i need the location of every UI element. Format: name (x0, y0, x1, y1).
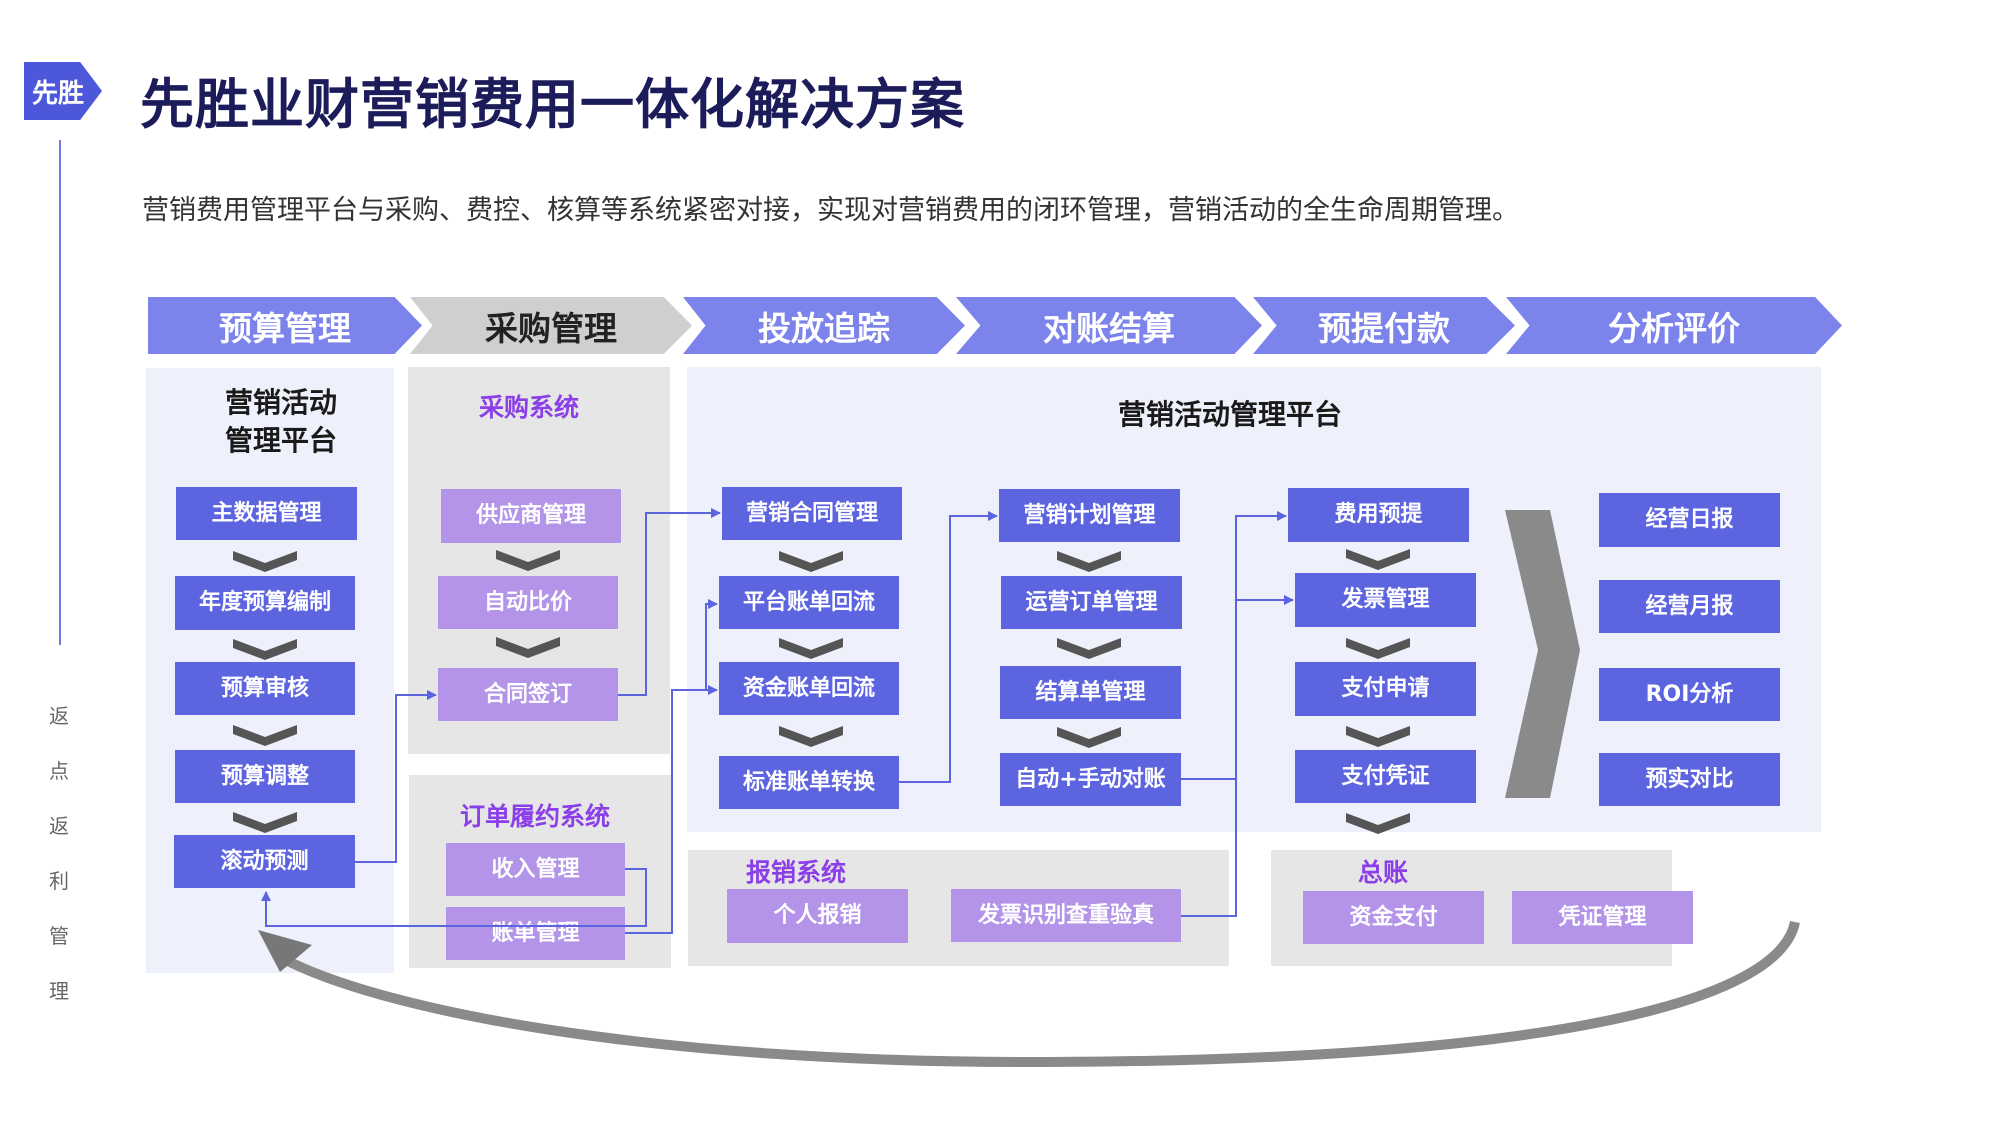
chevron-down-icon (1346, 813, 1410, 834)
budget-step-box: 主数据管理 (176, 487, 357, 540)
budget-platform-title: 营销活动 管理平台 (224, 386, 337, 457)
connector-arrow (261, 868, 647, 927)
payment-step-box: 支付申请 (1295, 662, 1476, 716)
procurement-step-box: 自动比价 (438, 576, 618, 629)
stage-settlement: 对账结算 (956, 297, 1262, 354)
chevron-down-icon (233, 639, 297, 660)
side-nav-char: 点 (49, 759, 69, 783)
chevron-down-icon (233, 725, 297, 746)
side-nav-char: 返 (49, 704, 69, 728)
reimbursement-title: 报销系统 (746, 858, 847, 887)
payment-step-box: 费用预提 (1288, 488, 1469, 542)
marketing-platform-title: 营销活动管理平台 (1117, 398, 1342, 431)
chevron-down-icon (496, 550, 560, 571)
decorative-divider (59, 140, 61, 645)
stage-budget: 预算管理 (148, 297, 422, 354)
analysis-item-box: ROI分析 (1599, 668, 1780, 721)
chevron-down-icon (1346, 726, 1410, 747)
tracking-step-box: 资金账单回流 (719, 662, 899, 715)
payment-step-box: 发票管理 (1295, 573, 1476, 627)
chevron-down-icon (1346, 638, 1410, 659)
chevron-down-icon (233, 551, 297, 572)
stage-analysis: 分析评价 (1506, 297, 1842, 354)
chevron-down-icon (779, 726, 843, 747)
page-title: 先胜业财营销费用一体化解决方案 (140, 73, 965, 136)
chevron-down-icon (1057, 551, 1121, 572)
budget-step-box: 预算调整 (175, 750, 355, 803)
ledger-item-box: 凭证管理 (1512, 891, 1693, 944)
budget-step-box: 年度预算编制 (175, 576, 355, 630)
reimbursement-item-box: 发票识别查重验真 (951, 889, 1181, 942)
connector-arrow (618, 508, 721, 696)
stage-payment: 预提付款 (1253, 297, 1515, 354)
budget-step-box: 滚动预测 (174, 835, 355, 888)
connector-arrow (355, 690, 437, 863)
chevron-down-icon (1057, 638, 1121, 659)
settlement-step-box: 运营订单管理 (1001, 576, 1182, 629)
chevron-down-icon (1057, 727, 1121, 748)
stage-procurement: 采购管理 (410, 297, 692, 354)
analysis-item-box: 经营月报 (1599, 580, 1780, 633)
analysis-item-box: 预实对比 (1599, 753, 1780, 806)
ledger-item-box: 资金支付 (1303, 891, 1484, 944)
tracking-step-box: 标准账单转换 (719, 756, 899, 809)
chevron-down-icon (496, 637, 560, 658)
procurement-step-box: 供应商管理 (441, 489, 621, 543)
order-step-box: 账单管理 (446, 907, 625, 960)
side-nav-char: 利 (49, 869, 69, 893)
stage-tracking: 投放追踪 (683, 297, 965, 354)
side-nav-char: 返 (49, 814, 69, 838)
chevron-down-icon (779, 551, 843, 572)
chevron-down-icon (1346, 549, 1410, 570)
chevron-down-icon (233, 812, 297, 833)
analysis-item-box: 经营日报 (1599, 493, 1780, 547)
connector-arrow (625, 599, 718, 934)
arrow-head-icon (258, 930, 312, 972)
flow-chevron-icons (233, 549, 1410, 834)
connector-arrow (899, 511, 998, 783)
feedback-arrow (279, 920, 1800, 1068)
settlement-step-box: 结算单管理 (1000, 666, 1181, 719)
chevron-right-icon (1505, 510, 1580, 798)
page-subtitle: 营销费用管理平台与采购、费控、核算等系统紧密对接，实现对营销费用的闭环管理，营销… (142, 195, 1519, 226)
settlement-step-box: 营销计划管理 (999, 489, 1180, 542)
connector-arrow (1181, 595, 1294, 917)
general-ledger-title: 总账 (1358, 858, 1409, 887)
procurement-title: 采购系统 (479, 393, 580, 422)
tracking-step-box: 营销合同管理 (722, 487, 902, 540)
side-nav-char: 管 (49, 924, 69, 948)
settlement-step-box: 自动+手动对账 (1000, 753, 1181, 806)
payment-step-box: 支付凭证 (1295, 750, 1476, 803)
chevron-down-icon (779, 638, 843, 659)
procurement-step-box: 合同签订 (438, 668, 618, 721)
side-nav: 返 点 返 利 管 理 (44, 700, 74, 1004)
order-fulfillment-title: 订单履约系统 (460, 802, 611, 831)
side-nav-char: 理 (49, 979, 69, 1003)
connector-arrow (1181, 511, 1287, 780)
reimbursement-item-box: 个人报销 (727, 889, 908, 943)
budget-step-box: 预算审核 (175, 662, 355, 715)
order-step-box: 收入管理 (446, 843, 625, 896)
tracking-step-box: 平台账单回流 (719, 576, 899, 629)
